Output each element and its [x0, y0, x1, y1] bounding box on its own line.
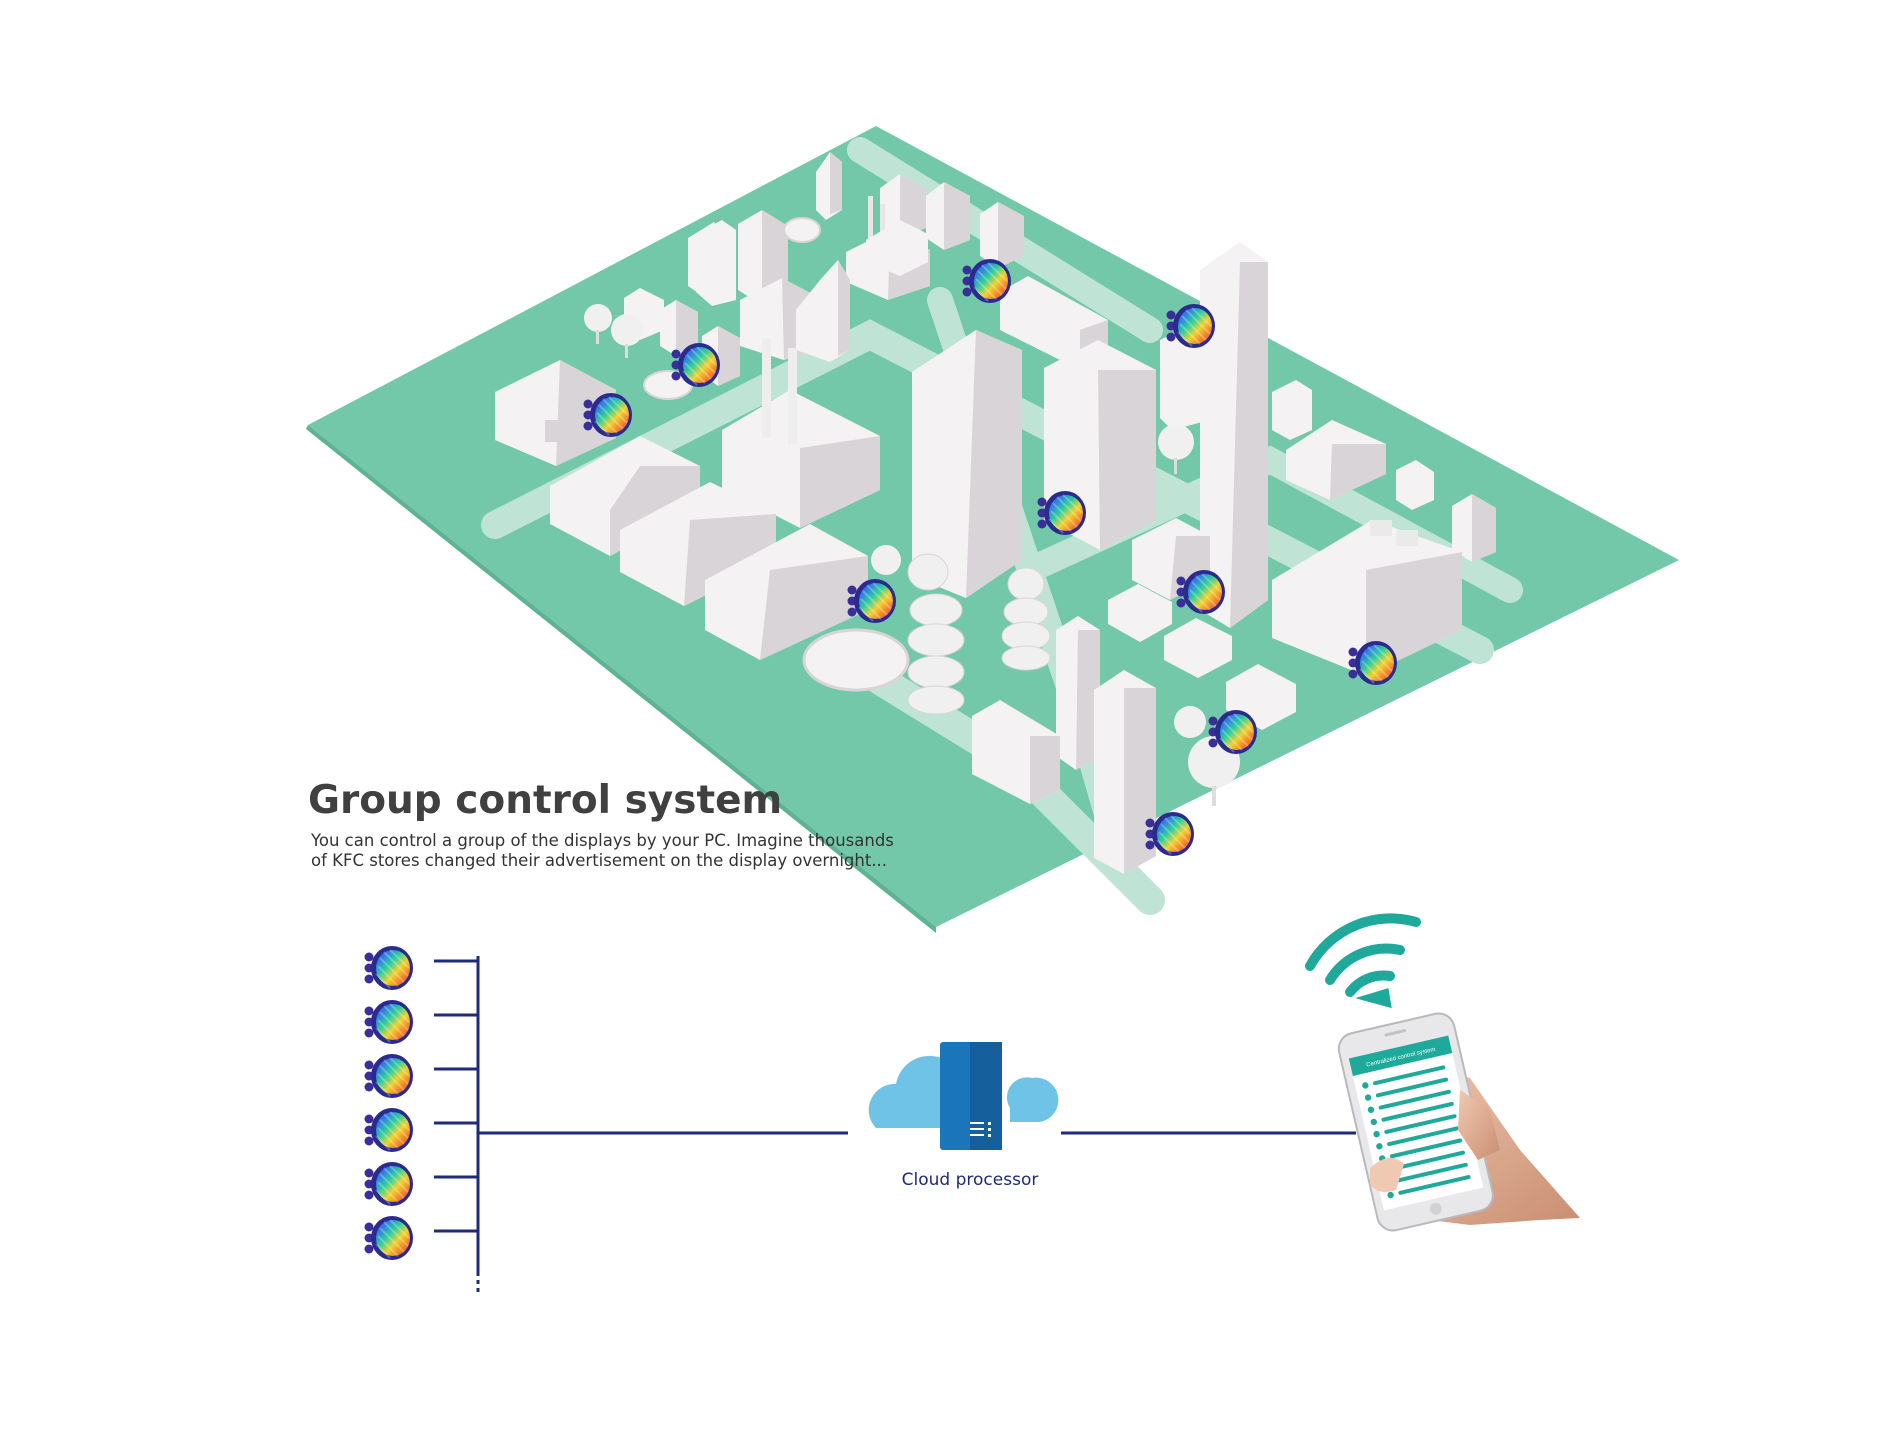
description: You can control a group of the displays …	[311, 831, 894, 871]
phone-list-bullet	[1370, 1118, 1377, 1126]
smartphone-icon: Centralized control system	[1337, 1012, 1580, 1232]
display-stubs	[434, 959, 478, 1233]
phone-list-row	[1387, 1126, 1460, 1147]
display-column	[363, 945, 414, 1261]
phone-list-bullet	[1362, 1082, 1369, 1089]
phone-list-row	[1384, 1114, 1457, 1134]
phone-list-row	[1392, 1150, 1465, 1171]
wifi-icon	[1305, 913, 1421, 1009]
phone-list-row	[1398, 1175, 1471, 1195]
cloud-processor-label: Cloud processor	[901, 1170, 1039, 1190]
phone-list-row	[1389, 1138, 1463, 1159]
phone-list-row	[1395, 1162, 1468, 1183]
display-icon	[363, 1107, 414, 1153]
phone-list-row	[1375, 1077, 1449, 1098]
phone-list-row	[1381, 1101, 1454, 1122]
display-icon	[363, 1053, 414, 1099]
display-icon	[363, 999, 414, 1045]
display-icon	[363, 1215, 414, 1261]
phone-list-bullet	[1364, 1094, 1372, 1101]
display-icon	[363, 945, 414, 991]
display-icon	[363, 1161, 414, 1207]
phone-list-bullet	[1367, 1106, 1375, 1113]
phone-list-row	[1373, 1065, 1446, 1086]
phone-list-row	[1378, 1089, 1451, 1110]
cloud-server-icon	[868, 1042, 1059, 1150]
page-title: Group control system	[308, 778, 783, 823]
phone-list-bullet	[1387, 1191, 1394, 1199]
description-line-1: You can control a group of the displays …	[311, 831, 894, 850]
phone-list-bullet	[1373, 1130, 1380, 1138]
network-lines	[476, 956, 1356, 1292]
phone-list-bullet	[1376, 1143, 1383, 1150]
description-line-2: of KFC stores changed their advertisemen…	[311, 851, 888, 870]
